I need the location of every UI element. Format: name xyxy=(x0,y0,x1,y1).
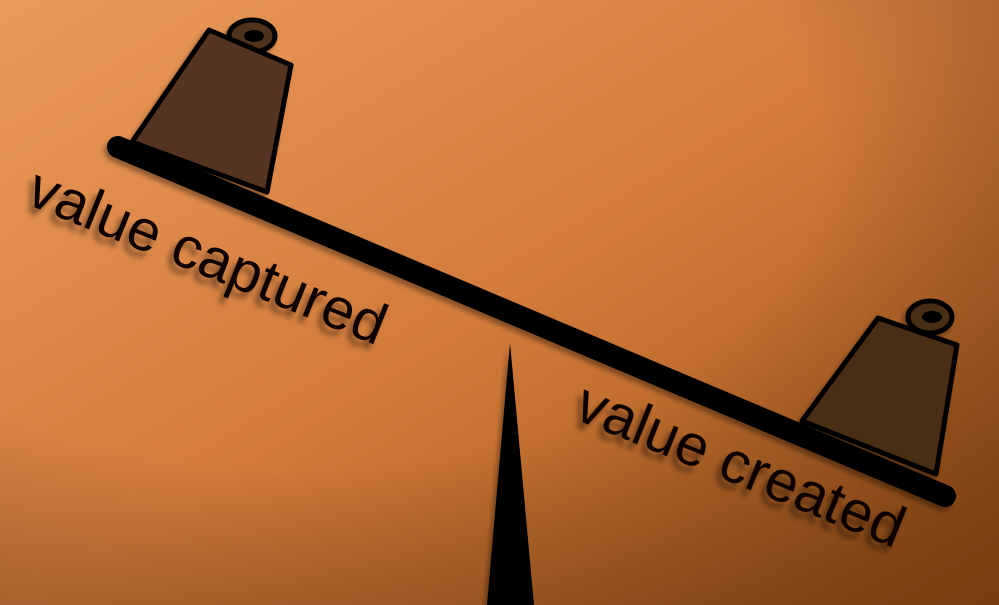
balance-scale-illustration: value captured value created xyxy=(0,0,999,605)
